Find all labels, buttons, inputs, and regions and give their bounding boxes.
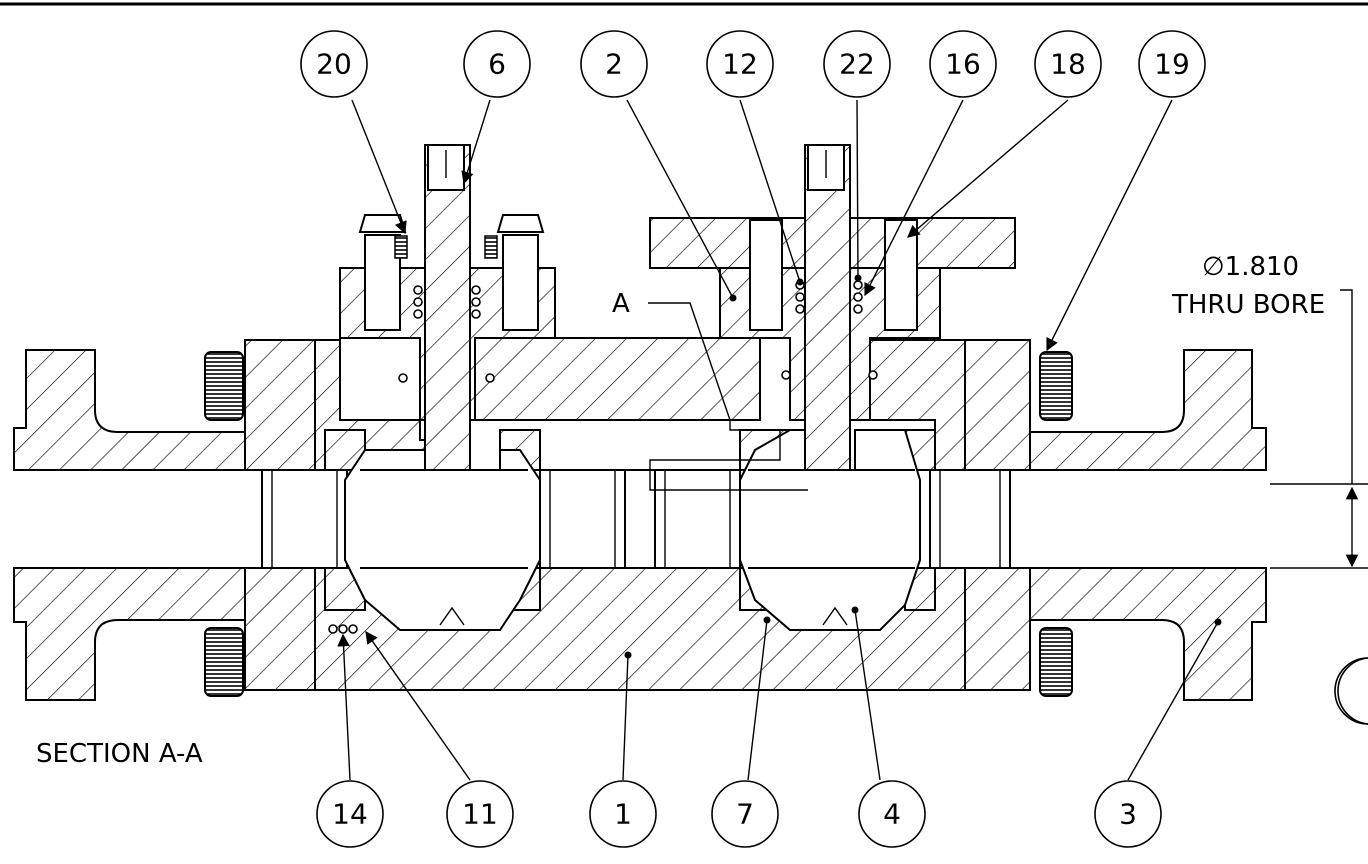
- leader-dot-2: [729, 294, 737, 302]
- left-knurled-nut-bottom: [204, 627, 244, 697]
- right-flange: [1029, 349, 1267, 701]
- top-leaders: [351, 99, 1173, 352]
- section-marker: A: [612, 289, 630, 319]
- balloon-14: 14: [316, 780, 384, 848]
- balloon-19: 19: [1138, 30, 1206, 98]
- leader-dot-7: [763, 616, 771, 624]
- right-stem: [804, 144, 851, 471]
- svg-text:12: 12: [722, 48, 758, 81]
- svg-text:6: 6: [488, 48, 506, 81]
- right-bolts: [749, 219, 918, 331]
- svg-text:19: 19: [1154, 48, 1190, 81]
- svg-text:22: 22: [839, 48, 875, 81]
- leader-dot-4: [851, 606, 859, 614]
- svg-text:4: 4: [883, 798, 901, 831]
- leader-dot-3: [1214, 618, 1222, 626]
- left-knurled-nut-top: [204, 351, 244, 421]
- svg-text:20: 20: [316, 48, 352, 81]
- svg-text:1: 1: [614, 798, 632, 831]
- balloon-22: 22: [823, 30, 891, 98]
- leader-dot-22: [854, 274, 862, 282]
- section-cut-line: [648, 302, 808, 491]
- left-flange: [13, 349, 246, 701]
- svg-text:7: 7: [736, 798, 754, 831]
- o-rings: [328, 280, 878, 634]
- bottom-leaders: [337, 609, 1219, 781]
- balloon-3: 3: [1094, 780, 1162, 848]
- right-knurled-nut-top: [1039, 351, 1073, 421]
- right-knurled-nut-bottom: [1039, 627, 1073, 697]
- balloon-4: 4: [858, 780, 926, 848]
- svg-text:11: 11: [462, 798, 498, 831]
- svg-text:18: 18: [1050, 48, 1086, 81]
- leader-dot-1: [624, 651, 632, 659]
- svg-text:14: 14: [332, 798, 368, 831]
- balloon-12: 12: [706, 30, 774, 98]
- balloon-18: 18: [1034, 30, 1102, 98]
- balloon-2: 2: [580, 30, 648, 98]
- left-stem: [424, 144, 471, 471]
- balloon-partial-right-edge: [1334, 657, 1368, 725]
- leader-dot-12: [796, 278, 804, 286]
- left-ball: [344, 449, 541, 631]
- bore-diameter: ∅1.810: [1202, 252, 1299, 282]
- balloon-6: 6: [463, 30, 531, 98]
- section-title: SECTION A-A: [36, 739, 203, 769]
- balloon-1: 1: [589, 780, 657, 848]
- svg-text:16: 16: [945, 48, 981, 81]
- left-bolts: [358, 214, 545, 331]
- balloon-16: 16: [929, 30, 997, 98]
- svg-text:3: 3: [1119, 798, 1137, 831]
- balloon-7: 7: [711, 780, 779, 848]
- bore-dimension: [1270, 289, 1368, 569]
- balloon-11: 11: [446, 780, 514, 848]
- balloon-20: 20: [300, 30, 368, 98]
- bore-label: THRU BORE: [1171, 290, 1325, 320]
- bore-seats: [261, 469, 1011, 569]
- thru-bore: [14, 470, 1266, 568]
- svg-text:2: 2: [605, 48, 623, 81]
